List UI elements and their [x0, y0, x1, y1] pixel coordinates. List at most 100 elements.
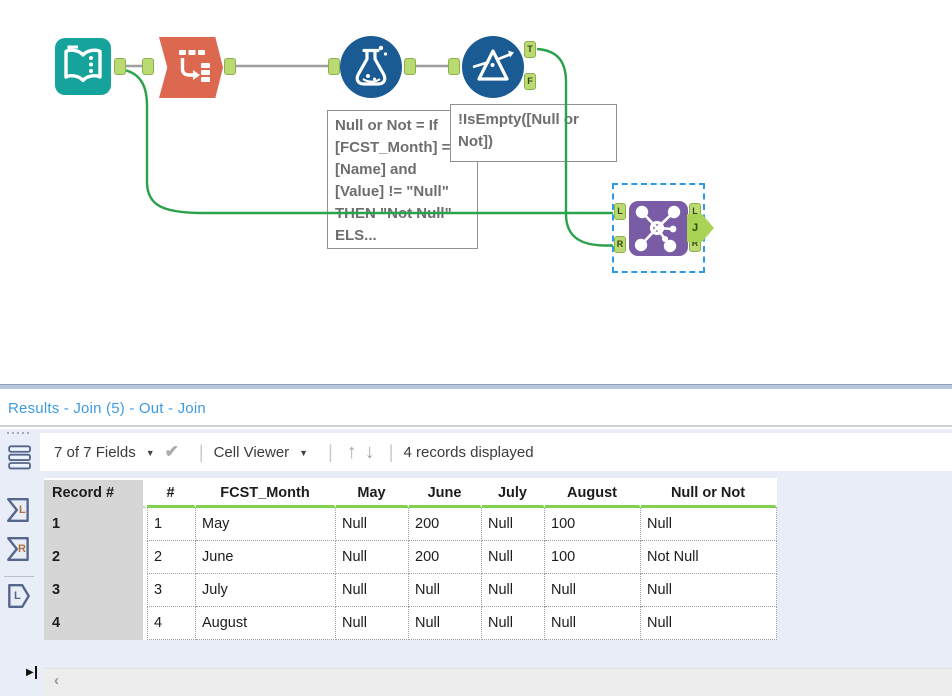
sidebar-collapse-button[interactable]: ▶ — [26, 666, 37, 679]
filter-icon — [472, 49, 514, 81]
column-header: Record # — [44, 480, 147, 508]
join-right-input-anchor[interactable]: R — [614, 236, 626, 253]
toolbar-separator: | — [328, 441, 333, 462]
column-header[interactable]: May — [336, 480, 409, 508]
input-anchor-icon — [7, 498, 29, 522]
filter-true-anchor[interactable]: T — [524, 41, 536, 58]
data-cell[interactable]: 100 — [545, 541, 641, 574]
input-anchor-left-button[interactable]: L — [5, 496, 35, 524]
record-number-cell[interactable]: 4 — [44, 607, 147, 640]
data-cell[interactable]: August — [196, 607, 336, 640]
panel-splitter[interactable] — [0, 384, 952, 389]
input-anchor-icon — [7, 537, 29, 561]
data-cell[interactable]: 3 — [147, 574, 196, 607]
join-left-input-anchor[interactable]: L — [614, 203, 626, 220]
sidebar-divider — [4, 576, 34, 577]
transpose-tool[interactable] — [159, 37, 223, 98]
transpose-input-anchor[interactable] — [142, 58, 154, 75]
data-cell[interactable]: 1 — [147, 508, 196, 541]
formula-input-anchor[interactable] — [328, 58, 340, 75]
data-cell[interactable]: 4 — [147, 607, 196, 640]
data-cell[interactable]: Null — [336, 508, 409, 541]
arrow-up-icon[interactable]: ↑ — [346, 440, 357, 463]
input-anchor-letter: R — [18, 543, 26, 555]
results-title: Results - Join (5) - Out - Join — [8, 400, 206, 417]
data-cell[interactable]: 100 — [545, 508, 641, 541]
column-header[interactable]: June — [409, 480, 482, 508]
fields-dropdown[interactable]: 7 of 7 Fields — [54, 443, 136, 461]
toolbar-separator: | — [388, 441, 394, 462]
column-header[interactable]: August — [545, 480, 641, 508]
data-cell[interactable]: June — [196, 541, 336, 574]
formula-output-anchor[interactable] — [404, 58, 416, 75]
results-panel: L R L ▶ 7 of 7 Fields ▼ ✔ | Cell Viewer … — [0, 429, 952, 696]
data-cell[interactable]: Null — [482, 574, 545, 607]
input-anchor-letter: L — [19, 504, 26, 516]
results-toolbar: 7 of 7 Fields ▼ ✔ | Cell Viewer ▼ | ↑ ↓ … — [40, 433, 952, 471]
input-anchor-right-button[interactable]: R — [5, 535, 35, 563]
records-displayed-label: 4 records displayed — [403, 443, 534, 461]
column-header[interactable]: FCST_Month — [196, 480, 336, 508]
join-icon — [634, 205, 681, 253]
join-join-output-anchor[interactable]: J — [687, 214, 714, 242]
arrow-down-icon[interactable]: ↓ — [364, 440, 375, 463]
toolbar-separator: | — [198, 441, 204, 462]
input-data-tool[interactable] — [55, 38, 111, 95]
data-cell[interactable]: July — [196, 574, 336, 607]
input-data-icon — [64, 45, 102, 83]
data-cell[interactable]: 2 — [147, 541, 196, 574]
record-number-cell[interactable]: 2 — [44, 541, 147, 574]
data-cell[interactable]: 200 — [409, 508, 482, 541]
formula-icon — [355, 45, 388, 86]
data-cell[interactable]: Null — [336, 607, 409, 640]
input-output-anchor[interactable] — [114, 58, 126, 75]
column-header[interactable]: July — [482, 480, 545, 508]
data-cell[interactable]: Not Null — [641, 541, 777, 574]
cell-viewer-dropdown[interactable]: Cell Viewer — [213, 443, 290, 461]
formula-tool[interactable] — [340, 36, 402, 98]
column-header[interactable]: Null or Not — [641, 480, 777, 508]
data-cell[interactable]: Null — [545, 574, 641, 607]
filter-false-anchor[interactable]: F — [524, 73, 536, 90]
data-cell[interactable]: Null — [482, 607, 545, 640]
filter-tool[interactable] — [462, 36, 524, 98]
transpose-icon — [179, 50, 210, 82]
column-header[interactable]: # — [147, 480, 196, 508]
data-cell[interactable]: Null — [409, 574, 482, 607]
join-tool[interactable] — [629, 201, 688, 256]
output-anchor-left-button[interactable]: L — [5, 582, 35, 610]
drag-handle-icon[interactable] — [7, 432, 29, 434]
data-cell[interactable]: Null — [482, 541, 545, 574]
scroll-left-icon[interactable]: ‹ — [54, 672, 59, 689]
record-number-cell[interactable]: 1 — [44, 508, 147, 541]
data-cell[interactable]: Null — [409, 607, 482, 640]
data-cell[interactable]: Null — [336, 541, 409, 574]
data-cell[interactable]: Null — [641, 607, 777, 640]
horizontal-scrollbar[interactable]: ‹ — [44, 668, 952, 696]
chevron-down-icon[interactable]: ▼ — [145, 448, 155, 458]
transpose-output-anchor[interactable] — [224, 58, 236, 75]
output-anchor-letter: L — [14, 590, 21, 602]
data-cell[interactable]: Null — [641, 508, 777, 541]
data-cell[interactable]: Null — [641, 574, 777, 607]
chevron-down-icon[interactable]: ▼ — [299, 448, 309, 458]
data-cell[interactable]: 200 — [409, 541, 482, 574]
data-view-icon — [8, 445, 31, 470]
data-cell[interactable]: Null — [336, 574, 409, 607]
data-view-button[interactable] — [5, 444, 35, 472]
filter-input-anchor[interactable] — [448, 58, 460, 75]
filter-annotation[interactable]: !IsEmpty([Null or Not]) — [450, 104, 617, 162]
apply-check-icon[interactable]: ✔ — [164, 442, 179, 461]
workflow-canvas[interactable]: Null or Not = If [FCST_Month] = [Name] a… — [0, 0, 952, 384]
record-number-cell[interactable]: 3 — [44, 574, 147, 607]
data-cell[interactable]: May — [196, 508, 336, 541]
data-cell[interactable]: Null — [482, 508, 545, 541]
data-cell[interactable]: Null — [545, 607, 641, 640]
